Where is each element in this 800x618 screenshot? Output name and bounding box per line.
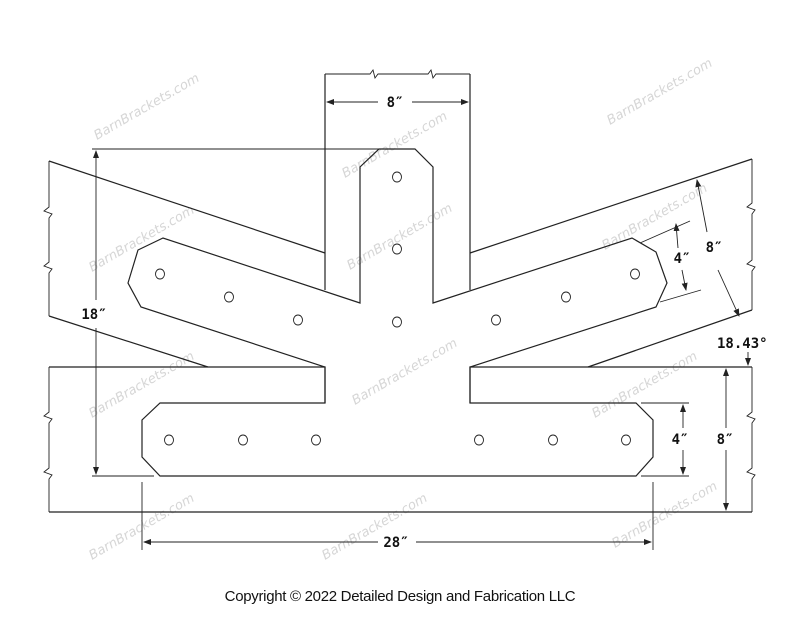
watermark: BarnBrackets.com: [345, 201, 456, 274]
watermark: BarnBrackets.com: [87, 349, 198, 422]
dimension-pitch-angle: 18.43°: [717, 336, 768, 366]
bolt-holes: [155, 171, 640, 446]
dimension-arm-width: 4″: [639, 220, 702, 303]
copyright-notice: Copyright © 2022 Detailed Design and Fab…: [224, 588, 576, 605]
watermark: BarnBrackets.com: [610, 479, 721, 552]
dim-label-plate-width: 4″: [672, 432, 689, 448]
dim-label-beam-depth: 8″: [717, 432, 734, 448]
bolt-hole: [155, 268, 165, 280]
bracket-plate-outline: [127, 148, 668, 477]
bolt-hole: [238, 434, 248, 446]
left-rafter-outline: [43, 160, 326, 368]
bolt-hole: [293, 314, 303, 326]
dimension-plate-length: 28″: [141, 482, 654, 551]
dim-label-rafter-depth: 8″: [706, 240, 723, 256]
bolt-hole: [392, 316, 402, 328]
bolt-hole: [474, 434, 484, 446]
dimension-rafter-depth: 8″: [695, 179, 740, 317]
watermark: BarnBrackets.com: [92, 71, 203, 144]
bolt-hole: [392, 171, 402, 183]
bolt-hole: [491, 314, 501, 326]
watermark: BarnBrackets.com: [320, 491, 431, 564]
dim-label-post-width: 8″: [387, 95, 404, 111]
watermarks: BarnBrackets.com BarnBrackets.com BarnBr…: [87, 56, 721, 564]
dimension-total-height: 18″: [81, 148, 380, 477]
watermark: BarnBrackets.com: [605, 56, 716, 129]
post-outline: [324, 68, 471, 290]
dimension-beam-depth: 8″: [717, 368, 734, 511]
bolt-hole: [548, 434, 558, 446]
bolt-hole: [630, 268, 640, 280]
dim-label-arm-width: 4″: [674, 251, 691, 267]
bolt-hole: [392, 243, 402, 255]
bolt-hole: [561, 291, 571, 303]
right-rafter-outline: [469, 158, 756, 368]
watermark: BarnBrackets.com: [350, 336, 461, 409]
bolt-hole: [224, 291, 234, 303]
dim-label-plate-length: 28″: [383, 535, 408, 551]
dimension-post-width: 8″: [326, 95, 469, 111]
dimension-plate-width: 4″: [641, 402, 689, 477]
watermark: BarnBrackets.com: [590, 349, 701, 422]
dim-label-pitch-angle: 18.43°: [717, 336, 768, 352]
dim-label-total-height: 18″: [81, 307, 106, 323]
bolt-hole: [621, 434, 631, 446]
bolt-hole: [311, 434, 321, 446]
bolt-hole: [164, 434, 174, 446]
watermark: BarnBrackets.com: [87, 203, 198, 276]
